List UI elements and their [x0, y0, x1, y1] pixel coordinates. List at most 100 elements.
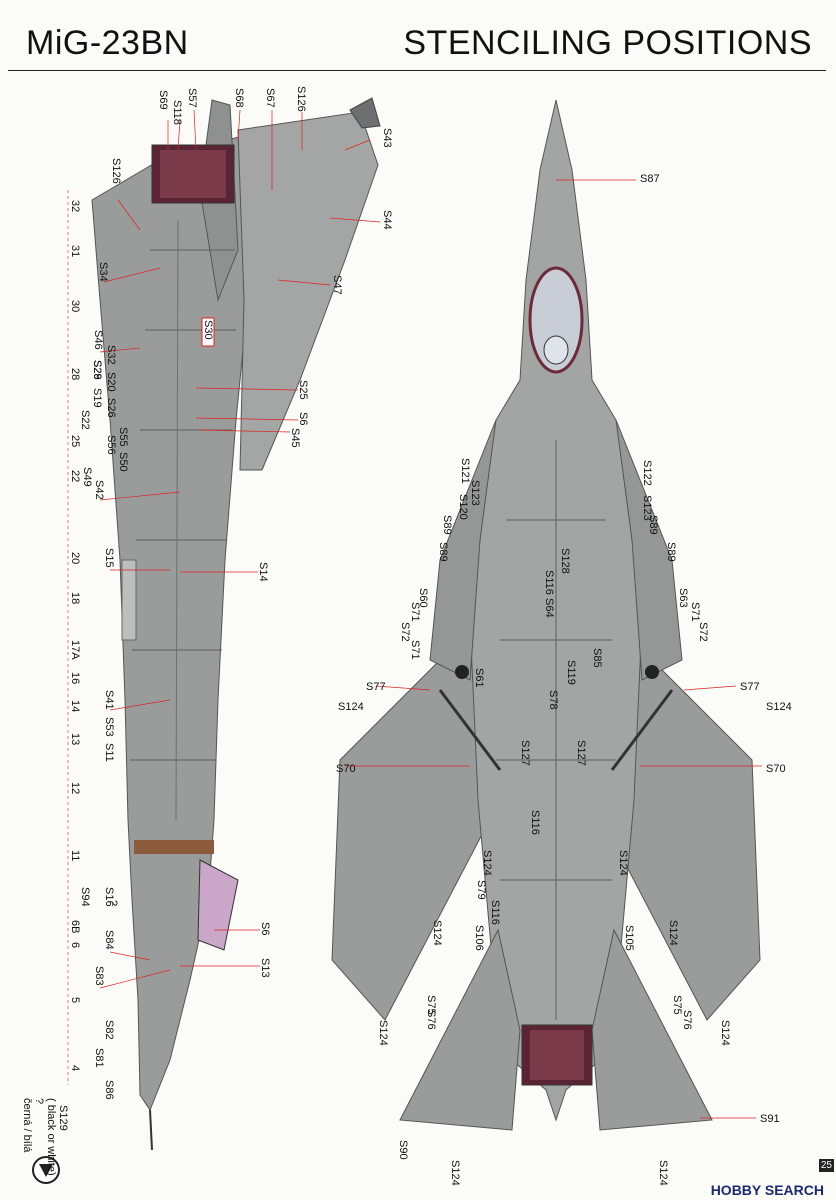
- top-label-s77b: S77: [740, 681, 760, 693]
- page-number: 25: [818, 1159, 834, 1172]
- side-label-s50: S50: [117, 452, 129, 472]
- top-label-s85: S85: [591, 648, 603, 668]
- station-label: 20: [69, 552, 81, 564]
- top-label-s79: S79: [475, 880, 487, 900]
- side-label-top_s69: S69: [157, 90, 169, 110]
- color-note-line: černá / bílá: [21, 1098, 33, 1153]
- side-label-s83: S83: [93, 966, 105, 986]
- side-label-top_s118-leader: [177, 119, 181, 151]
- side-label-s129: S129: [57, 1105, 69, 1131]
- side-label-s32: S32: [105, 345, 117, 365]
- station-label: 11: [69, 850, 81, 861]
- side-label-s49: S49: [81, 467, 93, 487]
- top-label-s127b: S127: [575, 740, 587, 766]
- station-label: 14: [69, 700, 81, 712]
- side-label-s29: S29: [91, 360, 103, 380]
- top-label-s76a: S76: [425, 1010, 437, 1030]
- color-note: černá / bílá?( black or white): [21, 1098, 57, 1176]
- side-label-q: ?: [107, 900, 119, 906]
- top-label-s89a: S89: [441, 515, 453, 535]
- side-label-s56: S56: [105, 435, 117, 455]
- top-label-s75a: S75: [425, 995, 437, 1015]
- top-label-s123a: S123: [469, 480, 481, 506]
- side-label-s13: S13: [259, 958, 271, 978]
- top-label-s116b: S116: [529, 810, 541, 835]
- section-title: STENCILING POSITIONS: [403, 24, 812, 62]
- side-label-s45: S45: [289, 428, 301, 448]
- top-label-s71c: S71: [689, 602, 701, 622]
- side-label-s30: S30: [202, 320, 214, 340]
- side-label-top_s68: S68: [233, 88, 245, 108]
- top-label-s89d: S89: [665, 542, 677, 562]
- station-label: 30: [69, 300, 81, 312]
- aircraft-title: MiG-23BN: [26, 24, 189, 62]
- side-label-top_s57-leader: [193, 109, 197, 151]
- top-label-s77a-leader: [375, 685, 431, 691]
- top-label-s77a: S77: [366, 681, 386, 693]
- top-label-s124b: S124: [766, 701, 792, 713]
- side-label-s45-leader: [199, 429, 291, 433]
- top-label-s128: S128: [559, 548, 571, 574]
- station-label: 13: [69, 733, 81, 745]
- side-label-top_s68-leader: [237, 109, 241, 141]
- top-label-s91: S91: [760, 1113, 780, 1125]
- side-label-top_s126: S126: [295, 86, 307, 112]
- side-label-s46: S46: [92, 330, 104, 350]
- side-label-s82: S82: [103, 1020, 115, 1040]
- top-label-s116a: S116: [543, 570, 555, 595]
- side-view-aircraft: [91, 97, 381, 1151]
- top-label-s124c: S124: [481, 850, 493, 876]
- top-label-s90: S90: [397, 1140, 409, 1160]
- side-label-s16: S16: [103, 887, 115, 907]
- color-note-line: ( black or white): [45, 1098, 57, 1176]
- side-label-s126b-leader: [117, 199, 141, 231]
- side-label-s44: S44: [381, 210, 393, 230]
- top-label-s124d: S124: [617, 850, 629, 876]
- side-label-s83-leader: [99, 969, 171, 989]
- side-label-s20: S20: [105, 372, 117, 392]
- side-label-top_s67: S67: [264, 88, 276, 108]
- side-label-s11: S11: [103, 743, 115, 762]
- side-label-s47-leader: [277, 279, 331, 286]
- side-label-s55: S55: [117, 427, 129, 447]
- side-label-s15: S15: [103, 548, 115, 568]
- top-label-s70b: S70: [766, 763, 786, 775]
- side-label-s86: S86: [103, 1080, 115, 1100]
- top-label-s124a: S124: [338, 701, 364, 713]
- side-label-s25-leader: [195, 387, 299, 391]
- side-label-s42-leader: [99, 491, 181, 501]
- top-label-s71b: S71: [409, 640, 421, 660]
- top-label-s87: S87: [640, 173, 660, 185]
- side-label-s126b: S126: [110, 158, 122, 184]
- top-label-s124e: S124: [431, 920, 443, 946]
- side-label-s84-leader: [109, 951, 151, 961]
- side-label-s84: S84: [103, 930, 115, 950]
- brand-logo: HOBBY SEARCH: [710, 1182, 824, 1198]
- station-label: 31: [69, 245, 81, 257]
- top-label-s124h: S124: [719, 1020, 731, 1046]
- side-label-s28: S28: [91, 360, 103, 380]
- side-label-top_s57: S57: [186, 88, 198, 108]
- station-label: 28: [69, 368, 81, 380]
- top-label-s124g: S124: [377, 1020, 389, 1046]
- top-label-s72a: S72: [399, 622, 411, 642]
- station-label: 5: [69, 997, 81, 1003]
- top-view-aircraft: [331, 99, 761, 1131]
- side-label-s42: S42: [93, 480, 105, 500]
- top-label-s124i: S124: [449, 1160, 461, 1186]
- top-label-s89c: S89: [437, 542, 449, 562]
- top-label-s124f: S124: [667, 920, 679, 946]
- top-label-s61: S61: [473, 668, 485, 688]
- side-label-s19: S19: [91, 388, 103, 408]
- top-label-s123b: S123: [641, 495, 653, 521]
- side-label-s46-leader: [99, 347, 141, 353]
- station-label: 4: [69, 1065, 81, 1071]
- top-label-s76b: S76: [681, 1010, 693, 1030]
- side-label-s43: S43: [381, 128, 393, 148]
- side-label-s44-leader: [329, 217, 381, 223]
- top-label-s122: S122: [641, 460, 653, 486]
- station-label: 16: [69, 672, 81, 684]
- top-label-s77b-leader: [683, 685, 737, 691]
